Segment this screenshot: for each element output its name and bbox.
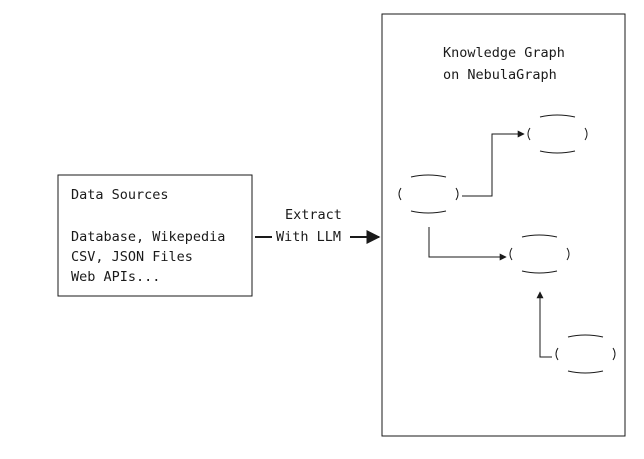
- graph-node-source-shape: [398, 174, 459, 214]
- graph-node-top-right-shape: [527, 114, 588, 154]
- data-sources-frame: [57, 174, 253, 297]
- extract-label-line-1: Extract: [285, 207, 342, 223]
- knowledge-graph-title-line-2: on NebulaGraph: [443, 67, 557, 83]
- graph-node-bottom-right: [555, 334, 616, 374]
- extract-label-line-2: With LLM: [276, 229, 341, 245]
- graph-node-middle-right: [509, 234, 570, 274]
- data-sources-line-3: Web APIs...: [71, 269, 160, 285]
- data-sources-line-1: Database, Wikepedia: [71, 229, 225, 245]
- graph-node-source: [398, 174, 459, 214]
- knowledge-graph-title-line-1: Knowledge Graph: [443, 45, 565, 61]
- graph-node-middle-right-shape: [509, 234, 570, 274]
- graph-node-top-right: [527, 114, 588, 154]
- graph-edge-source-to-top: [462, 130, 525, 197]
- data-sources-line-2: CSV, JSON Files: [71, 249, 193, 265]
- graph-edge-bottom-to-middle: [536, 291, 552, 358]
- graph-edge-source-to-middle: [428, 227, 507, 261]
- knowledge-graph-frame: [381, 13, 626, 437]
- graph-node-bottom-right-shape: [555, 334, 616, 374]
- extract-arrow-group: Extract With LLM: [255, 207, 381, 245]
- data-sources-title: Data Sources: [71, 187, 169, 203]
- data-sources-box: Data Sources Database, Wikepedia CSV, JS…: [57, 174, 253, 297]
- knowledge-graph-box: Knowledge Graph on NebulaGraph: [381, 13, 626, 437]
